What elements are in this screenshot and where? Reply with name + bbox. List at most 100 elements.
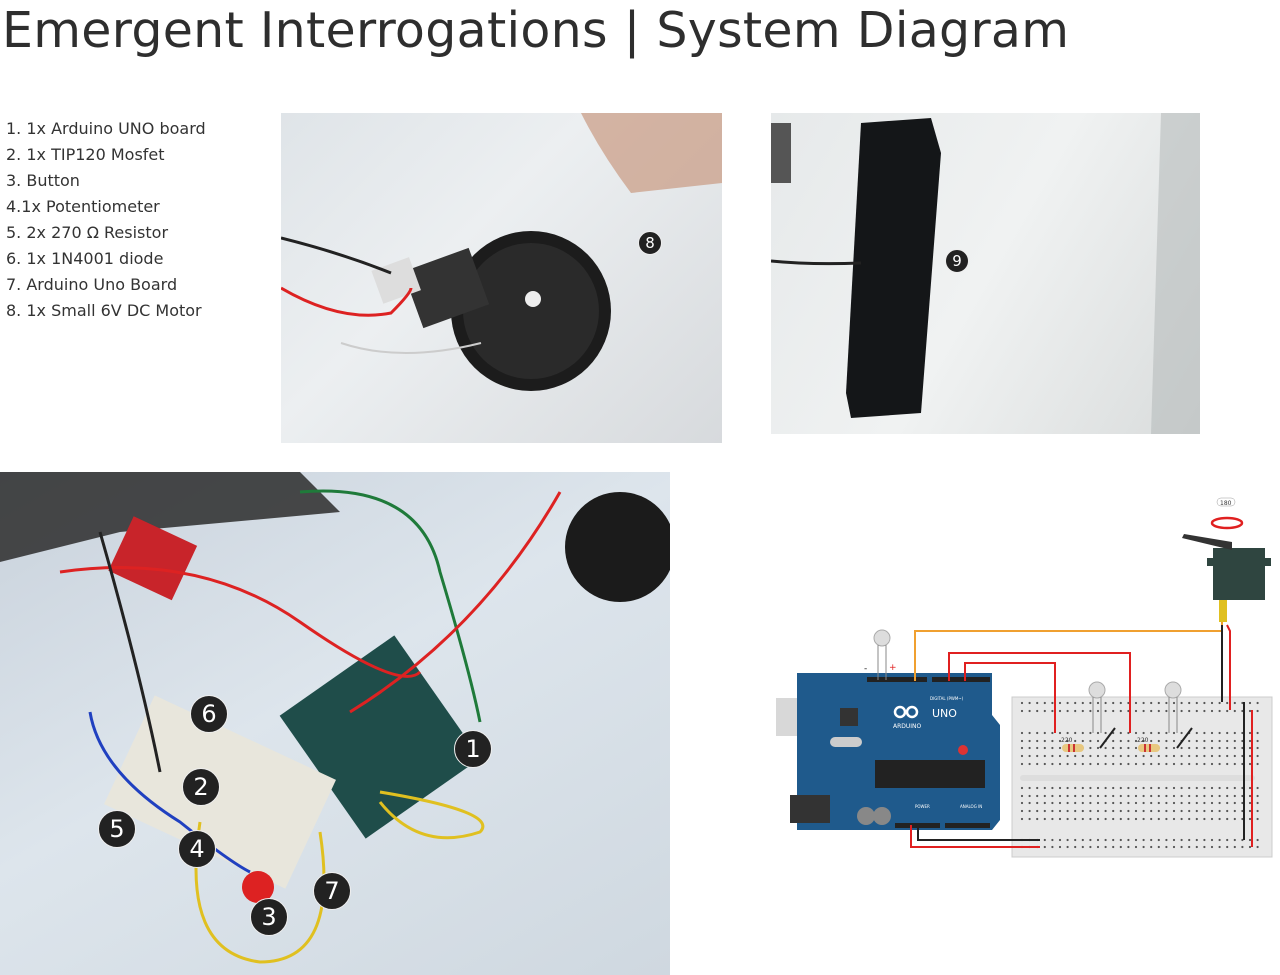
rotate-icon	[1210, 516, 1244, 530]
breadboard-hole	[1226, 845, 1229, 849]
breadboard-hole	[1066, 838, 1069, 842]
breadboard-hole	[1142, 762, 1145, 766]
breadboard-hole	[1157, 845, 1160, 849]
breadboard-hole	[1188, 754, 1191, 758]
breadboard-hole	[1066, 794, 1069, 798]
breadboard-hole	[1218, 794, 1221, 798]
breadboard-hole	[1036, 709, 1039, 713]
breadboard-hole	[1203, 838, 1206, 842]
breadboard-hole	[1043, 739, 1046, 743]
breadboard-hole	[1226, 817, 1229, 821]
breadboard-hole	[1226, 809, 1229, 813]
breadboard-hole	[1081, 801, 1084, 805]
breadboard-hole	[1058, 817, 1062, 821]
breadboard-hole	[1074, 786, 1077, 790]
photo-badge-8: 8	[638, 231, 662, 255]
breadboard-hole	[1127, 731, 1130, 735]
breadboard-hole	[1226, 739, 1229, 743]
breadboard-hole	[1043, 845, 1046, 849]
breadboard-hole	[1081, 762, 1084, 766]
breadboard-hole	[1066, 786, 1069, 790]
breadboard-hole	[1226, 701, 1229, 705]
breadboard-hole	[1233, 809, 1236, 813]
breadboard-hole	[1112, 739, 1115, 743]
breadboard-hole	[1195, 746, 1198, 750]
parts-list-item: 1. 1x Arduino UNO board	[6, 119, 206, 138]
breadboard-hole	[1028, 709, 1031, 713]
breadboard-hole	[1142, 701, 1145, 705]
breadboard-hole	[1036, 786, 1039, 790]
breadboard-hole	[1043, 817, 1046, 821]
breadboard-hole	[1188, 739, 1191, 743]
breadboard-hole	[1241, 746, 1244, 750]
breadboard-hole	[1096, 731, 1100, 735]
breadboard-hole	[1172, 731, 1176, 735]
breadboard-hole	[1089, 817, 1092, 821]
breadboard-hole	[1081, 845, 1084, 849]
breadboard-hole	[1028, 739, 1031, 743]
breadboard-hole	[1112, 786, 1115, 790]
breadboard-hole	[1226, 838, 1229, 842]
breadboard-hole	[1195, 801, 1198, 805]
breadboard-hole	[1028, 762, 1031, 766]
breadboard-hole	[1028, 801, 1031, 805]
breadboard-hole	[1165, 746, 1168, 750]
breadboard-hole	[1058, 746, 1062, 750]
breadboard-hole	[1210, 746, 1214, 750]
breadboard-hole	[1241, 731, 1244, 735]
breadboard-hole	[1203, 794, 1206, 798]
led-plus-label: +	[889, 663, 897, 673]
breadboard-hole	[1081, 754, 1084, 758]
breadboard-hole	[1248, 845, 1252, 849]
breadboard-hole	[1165, 794, 1168, 798]
breadboard-hole	[1218, 845, 1221, 849]
breadboard-hole	[1218, 731, 1221, 735]
breadboard-hole	[1051, 801, 1054, 805]
breadboard-hole	[1233, 786, 1236, 790]
breadboard-hole	[1112, 754, 1115, 758]
power-label: POWER	[915, 804, 930, 809]
breadboard-hole	[1210, 786, 1214, 790]
breadboard-hole	[1089, 754, 1092, 758]
breadboard-hole	[1248, 762, 1252, 766]
breadboard-hole	[1036, 801, 1039, 805]
breadboard-hole	[1157, 731, 1160, 735]
breadboard-hole	[1165, 709, 1168, 713]
breadboard-hole	[1180, 801, 1183, 805]
breadboard-hole	[1112, 845, 1115, 849]
breadboard-hole	[1112, 817, 1115, 821]
parts-list: 1. 1x Arduino UNO board 2. 1x TIP120 Mos…	[6, 118, 206, 326]
breadboard-hole	[1051, 794, 1054, 798]
breadboard-hole	[1180, 809, 1183, 813]
breadboard-hole	[1043, 746, 1046, 750]
breadboard-hole	[1248, 746, 1252, 750]
breadboard-hole	[1074, 845, 1077, 849]
breadboard-hole	[1127, 754, 1130, 758]
motor-photo: 8	[281, 113, 722, 443]
breadboard-hole	[1157, 801, 1160, 805]
breadboard-hole	[1036, 701, 1039, 705]
breadboard-hole	[1150, 817, 1153, 821]
breadboard-hole	[1203, 739, 1206, 743]
breadboard-hole	[1127, 701, 1130, 705]
breadboard-hole	[1157, 709, 1160, 713]
breadboard-hole	[1127, 746, 1130, 750]
breadboard-hole	[1051, 845, 1054, 849]
breadboard-hole	[1051, 709, 1054, 713]
breadboard-hole	[1112, 762, 1115, 766]
breadboard-hole	[1203, 809, 1206, 813]
breadboard-hole	[1020, 731, 1024, 735]
breadboard-hole	[1096, 762, 1100, 766]
breadboard-hole	[1074, 701, 1077, 705]
breadboard-hole	[1074, 794, 1077, 798]
breadboard-hole	[1180, 701, 1183, 705]
breadboard-hole	[1241, 786, 1244, 790]
breadboard-hole	[1150, 739, 1153, 743]
breadboard-hole	[1195, 794, 1198, 798]
breadboard-hole	[1066, 754, 1069, 758]
breadboard-hole	[1256, 801, 1259, 805]
breadboard-hole	[1066, 731, 1069, 735]
photo-badge-4: 4	[178, 830, 216, 868]
breadboard-hole	[1195, 731, 1198, 735]
breadboard-hole	[1081, 809, 1084, 813]
